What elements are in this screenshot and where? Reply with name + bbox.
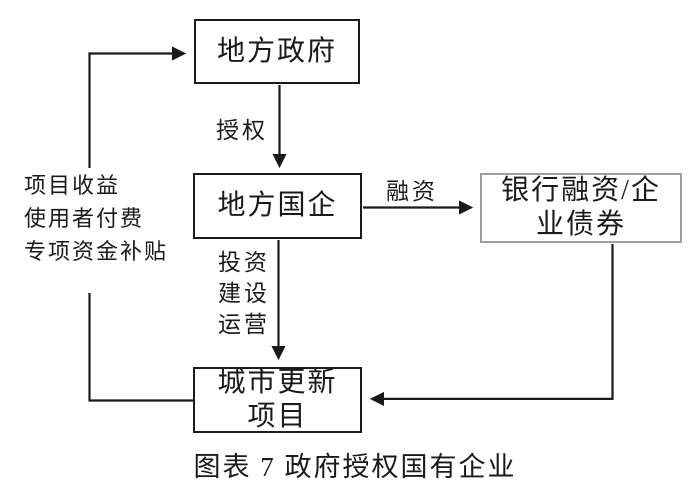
edge-label-project-revenue: 项目收益 [24, 173, 121, 198]
node-urban-renewal-project-label: 城市更新项目 [217, 367, 338, 432]
edge-label-operate: 运营 [218, 312, 270, 337]
node-local-soe-label: 地方国企 [217, 190, 338, 222]
node-local-soe: 地方国企 [193, 173, 362, 239]
edge-label-invest: 投资 [218, 250, 270, 275]
node-bank-financing-bonds: 银行融资/企业债券 [480, 173, 682, 243]
edge-label-special-fund-subsidy: 专项资金补贴 [24, 239, 169, 264]
edge-label-invest-build-operate: 投资 建设 运营 [218, 247, 270, 340]
edge-returns-to-government-arrow [88, 46, 187, 168]
edge-project-returns-line-lower [88, 293, 193, 402]
node-local-government: 地方政府 [194, 19, 360, 84]
node-local-government-label: 地方政府 [216, 35, 337, 67]
edge-label-authorization: 授权 [216, 118, 268, 143]
edge-label-financing: 融资 [386, 179, 438, 204]
figure-caption: 图表 7 政府授权国有企业 [193, 452, 517, 482]
edge-label-user-fees: 使用者付费 [24, 206, 145, 231]
edge-label-build: 建设 [218, 281, 270, 306]
node-urban-renewal-project: 城市更新项目 [193, 367, 362, 433]
edge-bank-to-project-arrow [369, 244, 614, 407]
node-bank-financing-bonds-label: 银行融资/企业债券 [501, 175, 661, 240]
edge-label-returns-group: 项目收益 使用者付费 专项资金补贴 [24, 169, 168, 268]
